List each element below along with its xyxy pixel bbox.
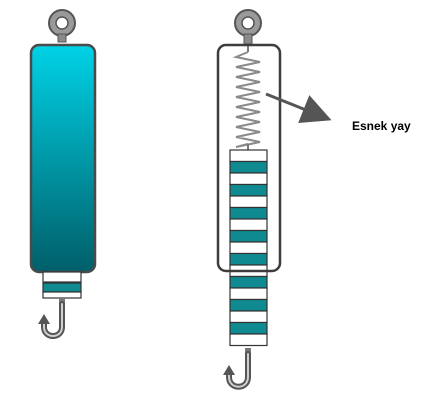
hook-icon [223,348,251,390]
stripe-segment [229,321,268,335]
ring-icon [48,9,76,43]
stripe-segment [229,298,268,312]
stripe-segment [229,149,268,163]
stripe-segment [229,229,268,243]
spring [232,44,261,150]
ring-icon [234,9,262,45]
left-dynamometer [29,9,97,339]
stripe-segment [229,333,268,347]
spring-label: Esnek yay [352,119,411,133]
stripe-segment [229,195,268,209]
left-stripes [42,271,82,299]
stripe-segment [229,310,268,324]
stripe-segment [229,241,268,255]
hook-icon [38,298,65,339]
right-frame [216,43,282,273]
stripe-segment [229,275,268,289]
stripe-segment [229,252,268,266]
spring-coil [232,51,261,148]
right-stripes [229,149,268,347]
stripe-segment [229,160,268,174]
arrow-icon [265,92,332,124]
stripe-segment [229,183,268,197]
stripe-segment [229,172,268,186]
left-body [29,43,97,274]
stripe-segment [229,206,268,220]
right-dynamometer [216,9,282,390]
stripe-segment [229,218,268,232]
stripe-segment [229,287,268,301]
